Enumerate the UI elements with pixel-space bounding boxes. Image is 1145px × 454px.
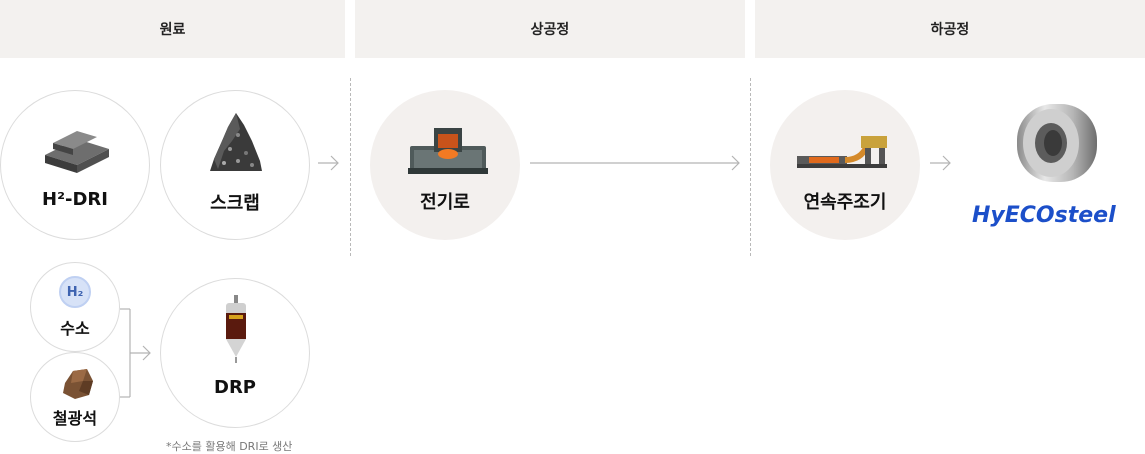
node-drp-label: DRP [214, 377, 256, 398]
section-divider-2 [750, 78, 751, 256]
hydrogen-bubble-icon: H₂ [59, 276, 91, 308]
node-continuous-caster: 연속주조기 [770, 90, 920, 240]
node-electric-arc-furnace: 전기로 [370, 90, 520, 240]
header-downstream: 하공정 [755, 0, 1145, 58]
node-iron-ore: 철광석 [30, 352, 120, 442]
node-eaf-label: 전기로 [420, 192, 470, 213]
node-iron-ore-label: 철광석 [52, 409, 98, 428]
hyecosteel-logo: HyECOsteel [972, 203, 1116, 228]
dri-steel-beam-icon [45, 131, 109, 173]
node-h2-dri: H²-DRI [0, 90, 150, 240]
header-upstream: 상공정 [355, 0, 745, 58]
header-downstream-label: 하공정 [930, 22, 970, 38]
node-hydrogen-label: 수소 [60, 319, 90, 338]
arrow-to-eaf [318, 155, 339, 171]
node-scrap-label: 스크랩 [210, 193, 260, 214]
node-hydrogen: H₂ 수소 [30, 262, 120, 352]
node-h2-dri-label: H²-DRI [42, 189, 108, 210]
furnace-icon [408, 128, 488, 174]
node-scrap: 스크랩 [160, 90, 310, 240]
arrow-to-coil [930, 155, 951, 171]
node-caster-label: 연속주조기 [803, 192, 887, 213]
node-drp: DRP [160, 278, 310, 428]
drp-reactor-icon [226, 295, 246, 363]
header-raw-materials-label: 원료 [159, 22, 186, 38]
steel-coil-icon [1017, 104, 1097, 182]
header-raw-materials: 원료 [0, 0, 345, 58]
caster-icon [797, 136, 887, 168]
scrap-pile-icon [210, 113, 262, 171]
footnote: *수소를 활용해 DRI로 생산 [166, 440, 293, 453]
hydrogen-icon-text: H₂ [66, 284, 84, 300]
section-divider-1 [350, 78, 351, 256]
arrow-to-caster [530, 155, 740, 171]
header-upstream-label: 상공정 [530, 22, 570, 38]
bracket-to-drp [120, 308, 151, 398]
iron-ore-rock-icon [63, 369, 93, 399]
